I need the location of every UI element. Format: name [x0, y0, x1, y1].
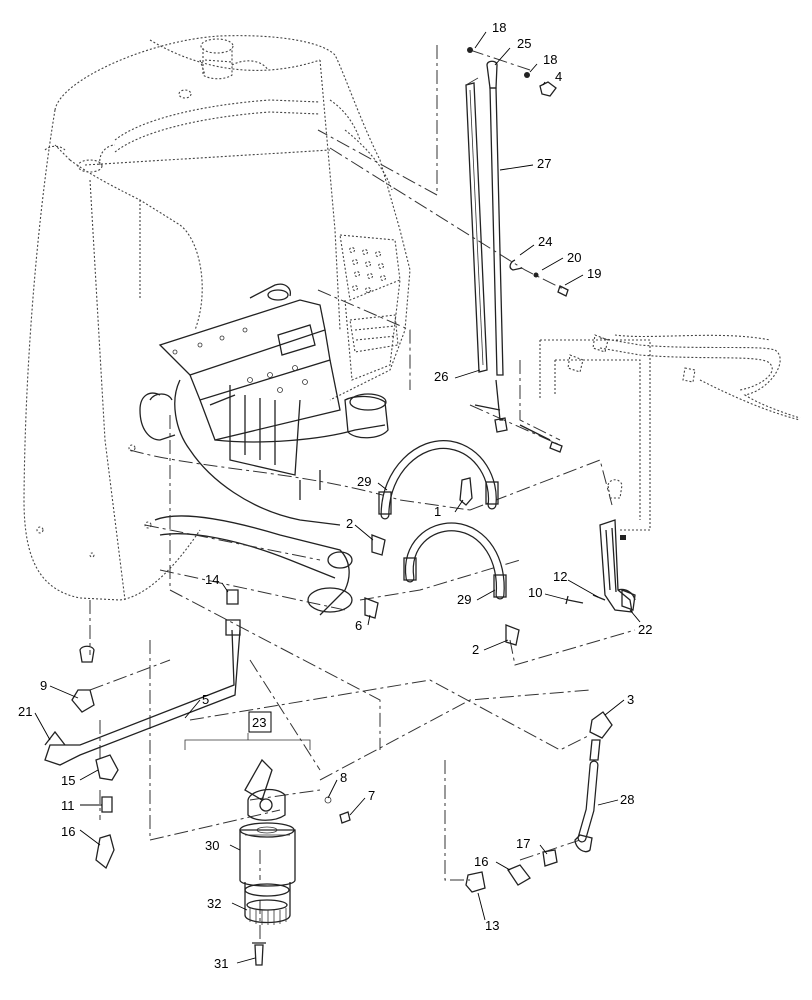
callout-28: 28 — [620, 792, 634, 807]
hose-28 — [465, 711, 613, 893]
callout-18a: 18 — [492, 20, 506, 35]
callout-23: 23 — [252, 715, 266, 730]
callout-30: 30 — [205, 838, 219, 853]
callout-1: 1 — [434, 504, 441, 519]
callout-29b: 29 — [457, 592, 471, 607]
callout-17: 17 — [516, 836, 530, 851]
callout-21: 21 — [18, 704, 32, 719]
fitting-17 — [542, 849, 558, 867]
callout-25: 25 — [517, 36, 531, 51]
fitting-2a — [371, 534, 386, 556]
callout-3: 3 — [627, 692, 634, 707]
callout-2b: 2 — [472, 642, 479, 657]
callout-24: 24 — [538, 234, 552, 249]
bolt-19 — [557, 285, 569, 297]
fitting-15 — [95, 754, 119, 781]
nut-7 — [339, 811, 351, 824]
bolt-31 — [252, 942, 266, 966]
callout-31: 31 — [214, 956, 228, 971]
callout-4: 4 — [555, 69, 562, 84]
callout-22: 22 — [638, 622, 652, 637]
leader-lines — [34, 31, 641, 964]
callout-18b: 18 — [543, 52, 557, 67]
callout-13: 13 — [485, 918, 499, 933]
callout-2a: 2 — [346, 516, 353, 531]
callout-10: 10 — [528, 585, 542, 600]
fitting-6 — [364, 597, 379, 619]
hose-29-lower — [403, 522, 507, 600]
chassis-frame — [139, 283, 389, 616]
bracket-22 — [599, 519, 636, 613]
fitting-14 — [226, 589, 239, 605]
hose-bundle — [539, 334, 801, 531]
fitting-1 — [459, 477, 473, 506]
callout-32: 32 — [207, 896, 221, 911]
callout-16b: 16 — [474, 854, 488, 869]
filter-assembly — [184, 733, 311, 925]
callout-19: 19 — [587, 266, 601, 281]
hose-29-upper — [378, 439, 499, 520]
fittings — [364, 477, 636, 646]
washer-20 — [533, 272, 539, 278]
machine-frame — [23, 35, 411, 601]
filter-head — [244, 758, 273, 801]
callout-16a: 16 — [61, 824, 75, 839]
fitting-16a — [95, 834, 115, 870]
washer-18b — [524, 72, 530, 78]
assembly-lines — [89, 45, 636, 940]
bolt-10 — [565, 595, 584, 605]
wiper-arm-27 — [486, 60, 523, 433]
fitting-12 — [621, 589, 636, 611]
step-plate — [339, 234, 401, 381]
fitting-13 — [465, 871, 486, 893]
callout-9: 9 — [40, 678, 47, 693]
callout-15: 15 — [61, 773, 75, 788]
fitting-16b — [507, 864, 531, 886]
fuel-line-21 — [44, 589, 241, 870]
fitting-2b — [505, 624, 520, 646]
callout-27: 27 — [537, 156, 551, 171]
filter-bowl-32 — [244, 882, 291, 924]
callout-5: 5 — [202, 692, 209, 707]
fitting-3 — [589, 711, 613, 739]
callout-26: 26 — [434, 369, 448, 384]
callout-7: 7 — [368, 788, 375, 803]
wiper-blade-26 — [465, 77, 488, 373]
hardware — [252, 47, 606, 966]
filter-element-30 — [239, 829, 296, 887]
callout-14: 14 — [205, 572, 219, 587]
callout-labels: 18 25 18 4 27 24 20 19 26 29 1 2 6 29 2 … — [18, 20, 652, 971]
callout-box-23 — [248, 711, 272, 733]
washer-18a — [467, 47, 473, 53]
nut-4 — [539, 81, 557, 97]
callout-6: 6 — [355, 618, 362, 633]
callout-11: 11 — [61, 798, 75, 813]
callout-20: 20 — [567, 250, 581, 265]
callout-12: 12 — [553, 569, 567, 584]
callout-8: 8 — [340, 770, 347, 785]
callout-29a: 29 — [357, 474, 371, 489]
fitting-9 — [71, 689, 95, 713]
fitting-11 — [101, 796, 113, 813]
